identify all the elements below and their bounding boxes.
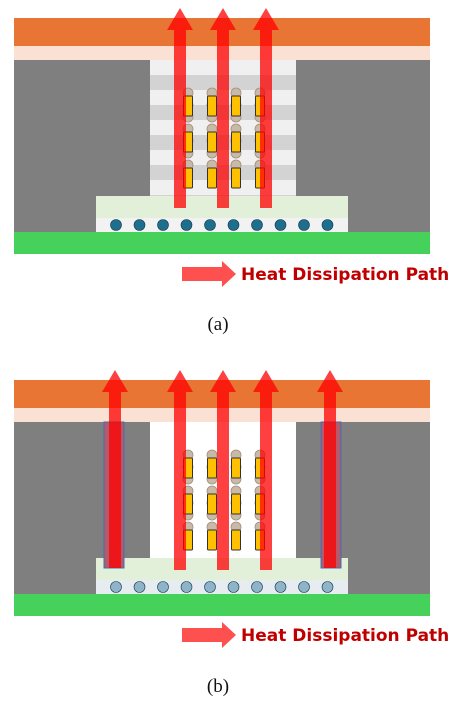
solder-bump: [227, 581, 240, 593]
solder-bump: [298, 581, 310, 593]
solder-bump: [321, 219, 334, 231]
microbump: [231, 131, 241, 153]
bump-row: [110, 219, 334, 231]
heat-path-arrow: [167, 8, 193, 208]
solder-bump: [204, 219, 216, 231]
legend-arrow-icon: [182, 261, 236, 287]
solder-bump: [157, 219, 169, 231]
microbump: [207, 457, 217, 479]
microbump: [207, 167, 217, 189]
solder-bump: [204, 581, 216, 593]
solder-bump: [274, 219, 287, 231]
solder-bump: [274, 581, 287, 593]
microbump: [207, 493, 217, 515]
solder-bump: [298, 219, 310, 231]
heat-path-arrows: [102, 370, 343, 570]
panel-a-package-cross-section: [14, 8, 430, 254]
solder-bump: [180, 581, 193, 593]
legend-arrow-icon: [182, 622, 236, 648]
microbump: [207, 131, 217, 153]
solder-bump: [321, 581, 334, 593]
microbump: [231, 529, 241, 551]
legend-b: Heat Dissipation Path: [182, 622, 449, 648]
heat-path-arrow: [210, 370, 236, 570]
microbump: [231, 457, 241, 479]
legend-label: Heat Dissipation Path: [241, 265, 449, 285]
microbump: [231, 493, 241, 515]
solder-bump: [180, 219, 193, 231]
heat-path-arrow: [102, 370, 128, 568]
solder-bump: [227, 219, 240, 231]
solder-bump: [133, 581, 146, 593]
microbump: [207, 95, 217, 117]
solder-bump: [110, 581, 122, 593]
heat-path-arrow: [253, 370, 279, 570]
solder-bump: [251, 581, 263, 593]
legend-label: Heat Dissipation Path: [241, 626, 449, 646]
heat-path-arrow: [317, 370, 343, 568]
solder-bump: [110, 219, 122, 231]
heat-path-arrow: [167, 370, 193, 570]
heat-path-arrow: [210, 8, 236, 208]
substrate: [14, 594, 430, 616]
panel-a-caption: (a): [207, 314, 228, 335]
panel-b-caption: (b): [207, 676, 229, 697]
microbump: [231, 95, 241, 117]
solder-bump: [251, 219, 263, 231]
solder-bump: [157, 581, 169, 593]
heat-path-arrows: [167, 8, 279, 208]
microbump: [207, 529, 217, 551]
substrate: [14, 232, 430, 254]
solder-bump: [133, 219, 146, 231]
bump-row: [110, 581, 334, 593]
panel-b-package-cross-section: [14, 370, 430, 616]
legend-a: Heat Dissipation Path: [182, 261, 449, 287]
microbump: [231, 167, 241, 189]
heat-path-arrow: [253, 8, 279, 208]
